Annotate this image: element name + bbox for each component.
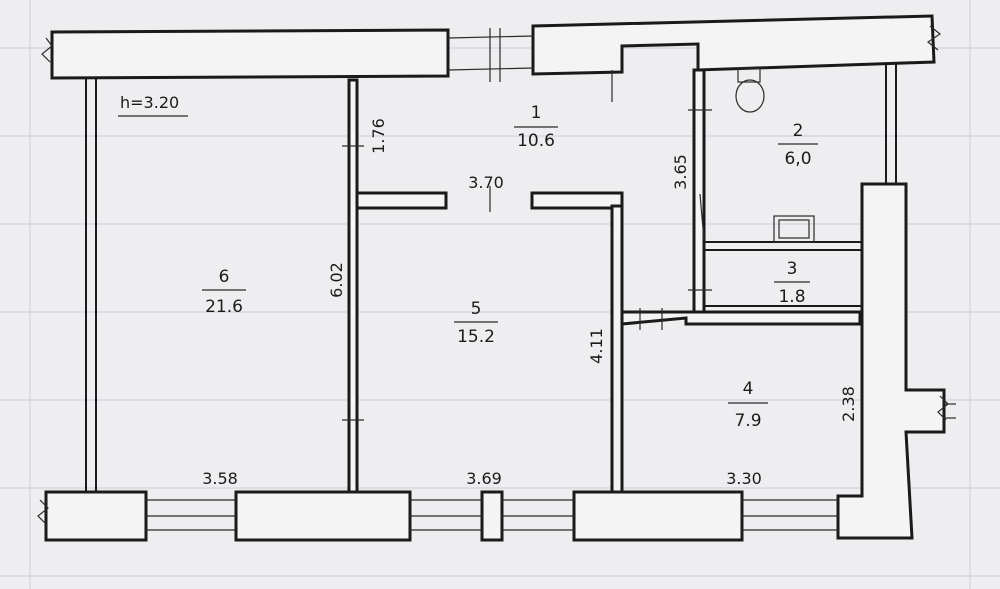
partitions <box>347 64 897 494</box>
right-wall <box>836 182 946 540</box>
dim-3-69: 3.69 <box>466 469 502 488</box>
room-5-area: 15.2 <box>457 327 495 347</box>
room-1-area: 10.6 <box>517 131 555 151</box>
wall-room1-room2 <box>692 68 706 314</box>
windows <box>146 28 956 531</box>
dim-6-02: 6.02 <box>327 262 346 298</box>
room-4-number: 4 <box>743 379 754 399</box>
left-wall <box>85 78 97 492</box>
wall-room5-room4 <box>610 204 624 494</box>
room-6-number: 6 <box>219 267 230 287</box>
wall-room1-room5-right <box>530 191 624 314</box>
room-2-number: 2 <box>793 121 804 141</box>
wall-room6-room5 <box>347 78 359 494</box>
wall-room4-top <box>620 310 862 326</box>
room-3-number: 3 <box>787 259 798 279</box>
room-6-area: 21.6 <box>205 297 243 317</box>
fixtures <box>611 67 815 243</box>
bottom-wall-1 <box>44 490 148 542</box>
sink-icon <box>773 215 815 243</box>
ceiling-height: h=3.20 <box>120 93 179 112</box>
bottom-wall-2 <box>234 490 412 542</box>
room-2-area: 6,0 <box>784 149 811 169</box>
room-3-area: 1.8 <box>778 287 805 307</box>
dim-3-65: 3.65 <box>671 154 690 190</box>
room-5-number: 5 <box>471 299 482 319</box>
wall-room1-room5 <box>355 191 448 210</box>
dim-3-58: 3.58 <box>202 469 238 488</box>
top-wall-right <box>531 14 936 76</box>
doors <box>342 109 712 421</box>
dim-2-38: 2.38 <box>839 386 858 422</box>
bottom-wall-3 <box>572 490 744 542</box>
room-1-number: 1 <box>531 103 542 123</box>
top-wall-left <box>50 28 450 80</box>
bottom-wall-pier <box>480 490 504 542</box>
dim-3-30: 3.30 <box>726 469 762 488</box>
outer-walls <box>44 14 946 542</box>
toilet-tank <box>737 67 761 83</box>
break-marks <box>37 25 949 525</box>
room-4-area: 7.9 <box>734 411 761 431</box>
dim-1-76: 1.76 <box>369 118 388 154</box>
dim-4-11: 4.11 <box>587 328 606 364</box>
dim-3-70: 3.70 <box>468 173 504 192</box>
toilet-icon <box>735 79 765 113</box>
